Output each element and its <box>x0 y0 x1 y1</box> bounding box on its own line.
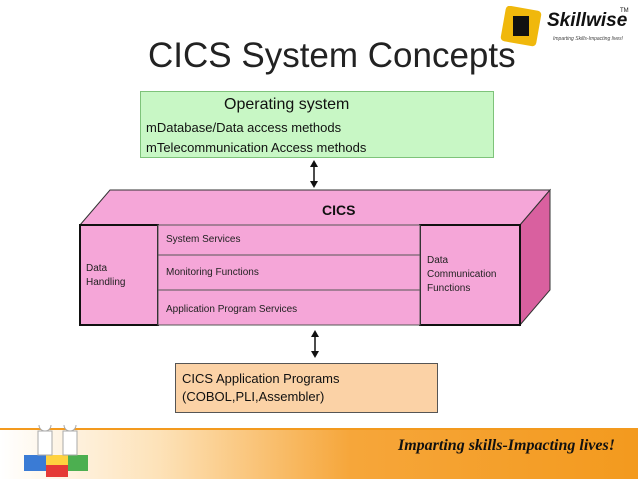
app-programs-box <box>175 363 438 413</box>
skillwise-logo <box>500 6 542 47</box>
footer-band <box>0 425 638 479</box>
logo-wordmark: Skillwise <box>547 10 628 31</box>
os-box <box>140 91 494 158</box>
app-programs-line: CICS Application Programs <box>182 371 340 386</box>
data-communication-label: Data Communication Functions <box>427 254 517 296</box>
data-handling-line: Data <box>86 263 108 274</box>
service-label: System Services <box>166 234 241 245</box>
os-item: mTelecommunication Access methods <box>146 140 367 155</box>
double-arrow-icon <box>310 160 318 188</box>
double-arrow-icon <box>311 330 319 358</box>
app-programs-line: (COBOL,PLI,Assembler) <box>182 389 325 404</box>
service-label: Monitoring Functions <box>166 267 259 278</box>
cics-top-face <box>78 189 552 226</box>
data-communication-line: Functions <box>427 283 471 294</box>
os-item: mDatabase/Data access methods <box>146 120 342 135</box>
service-row <box>157 289 421 326</box>
data-communication-line: Communication <box>427 269 497 280</box>
data-communication-line: Data <box>427 255 449 266</box>
data-handling-block <box>79 224 159 326</box>
service-label: Application Program Services <box>166 304 298 315</box>
logo-trademark: TM <box>620 8 629 14</box>
data-handling-label: Data Handling <box>86 262 146 290</box>
data-handling-line: Handling <box>86 277 126 288</box>
footer-slogan: Imparting skills-Impacting lives! <box>398 437 615 454</box>
puzzle-people-icon <box>24 425 88 477</box>
cics-diagram <box>78 160 552 358</box>
cics-label: CICS <box>322 202 356 218</box>
slide-title: CICS System Concepts <box>148 36 516 75</box>
service-row <box>157 254 421 291</box>
os-box-title: Operating system <box>224 96 350 113</box>
logo-tagline: Imparting Skills-Impacting lives! <box>553 36 624 42</box>
